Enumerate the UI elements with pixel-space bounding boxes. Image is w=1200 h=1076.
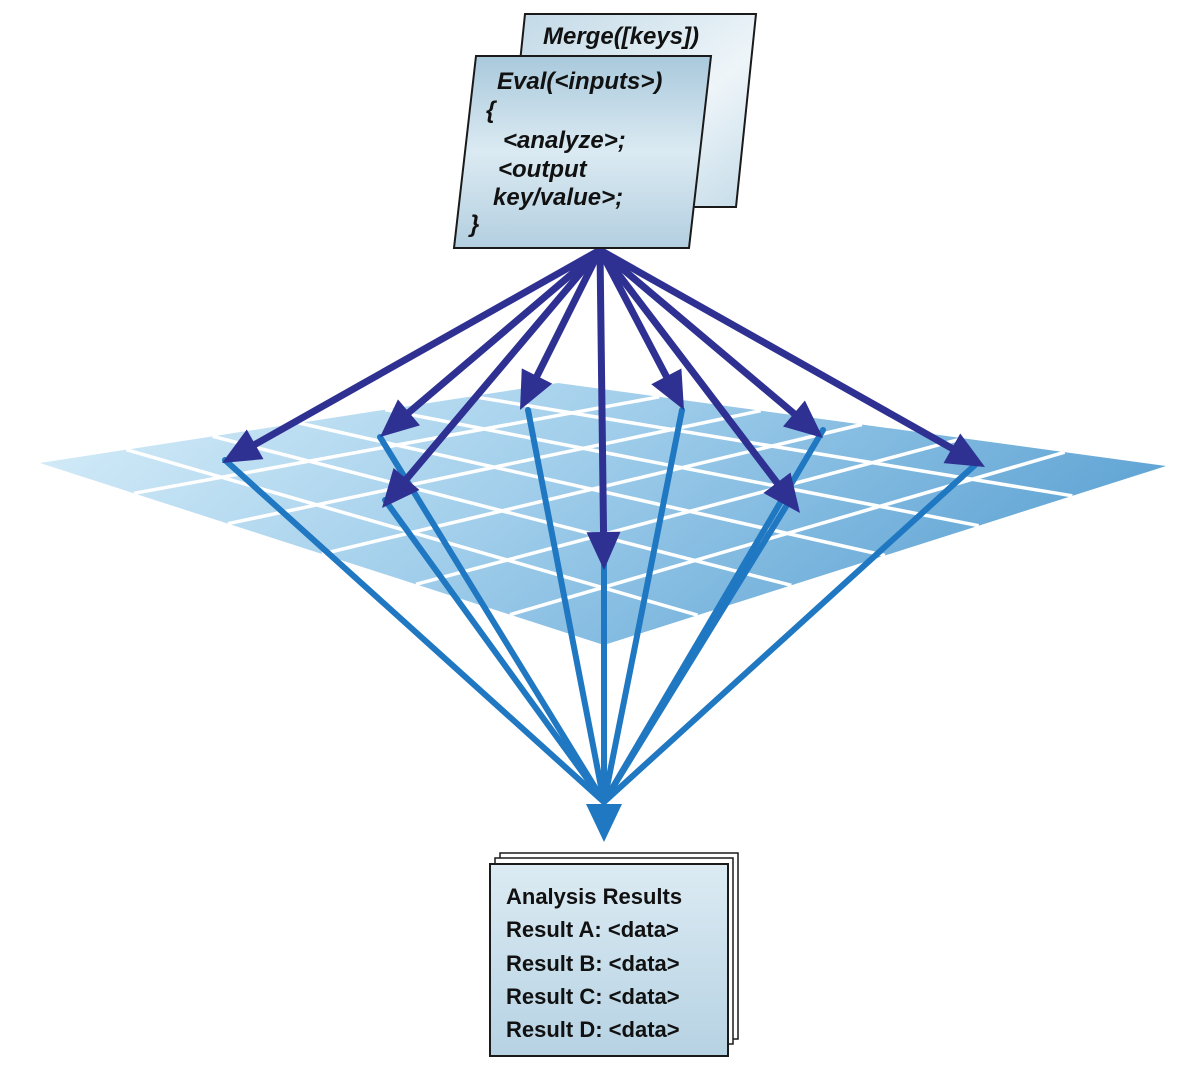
scatter-arrow-head: [520, 368, 553, 410]
scatter-arrow-shaft: [251, 246, 604, 448]
result-c: Result C: <data>: [506, 984, 680, 1009]
scatter-arrows: [222, 246, 985, 570]
eval-line-open-brace: {: [486, 97, 498, 124]
gather-line: [601, 497, 793, 805]
scatter-arrow: [382, 246, 604, 508]
eval-line-analyze: <analyze>;: [503, 127, 626, 154]
eval-line-key-value: key/value>;: [493, 184, 623, 211]
scatter-arrow: [222, 246, 604, 463]
gather-line: [601, 407, 685, 805]
gather-line: [601, 462, 978, 805]
scatter-arrow: [520, 246, 604, 410]
scatter-arrow: [596, 246, 823, 438]
gather-line: [222, 457, 607, 805]
scatter-arrow: [586, 246, 621, 570]
eval-line-close-brace: }: [468, 211, 479, 238]
eval-line-signature: Eval(<inputs>): [497, 68, 662, 95]
scatter-arrow-shaft: [596, 246, 608, 536]
scatter-arrow-head: [782, 400, 823, 438]
scatter-arrow-head: [380, 399, 420, 437]
scatter-arrow-head: [943, 433, 985, 467]
scatter-arrow-head: [763, 472, 800, 513]
scatter-arrow: [596, 246, 800, 513]
results-card-stack: Analysis Results Result A: <data> Result…: [489, 852, 739, 1057]
scatter-arrow-shaft: [596, 246, 670, 380]
results-title: Analysis Results: [506, 884, 682, 909]
gather-line: [382, 497, 607, 805]
result-d: Result D: <data>: [506, 1017, 680, 1042]
eval-card: Eval(<inputs>) { <analyze>; <output key/…: [452, 55, 713, 249]
gather-arrow-head: [586, 804, 622, 842]
scatter-arrow-head: [222, 429, 264, 463]
gather-line: [377, 434, 607, 805]
scatter-arrow-head: [651, 368, 684, 410]
eval-line-output: <output: [498, 156, 588, 183]
scatter-arrow-shaft: [596, 246, 798, 418]
scatter-arrow-shaft: [596, 246, 956, 452]
scatter-arrow-shaft: [403, 246, 604, 483]
merge-card-title: Merge([keys]): [543, 23, 699, 50]
scatter-arrow-shaft: [405, 246, 604, 416]
scatter-arrow-head: [586, 531, 621, 570]
results-card: [489, 863, 729, 1057]
scatter-arrow-head: [382, 468, 420, 508]
scatter-arrow-shaft: [533, 246, 604, 380]
gather-line: [525, 407, 607, 805]
result-b: Result B: <data>: [506, 951, 680, 976]
scatter-arrow-shaft: [596, 246, 781, 487]
scatter-arrow: [380, 246, 604, 437]
gather-arrows: [222, 407, 978, 842]
scatter-arrow: [596, 246, 684, 410]
scatter-arrow: [596, 246, 985, 467]
result-a: Result A: <data>: [506, 917, 679, 942]
